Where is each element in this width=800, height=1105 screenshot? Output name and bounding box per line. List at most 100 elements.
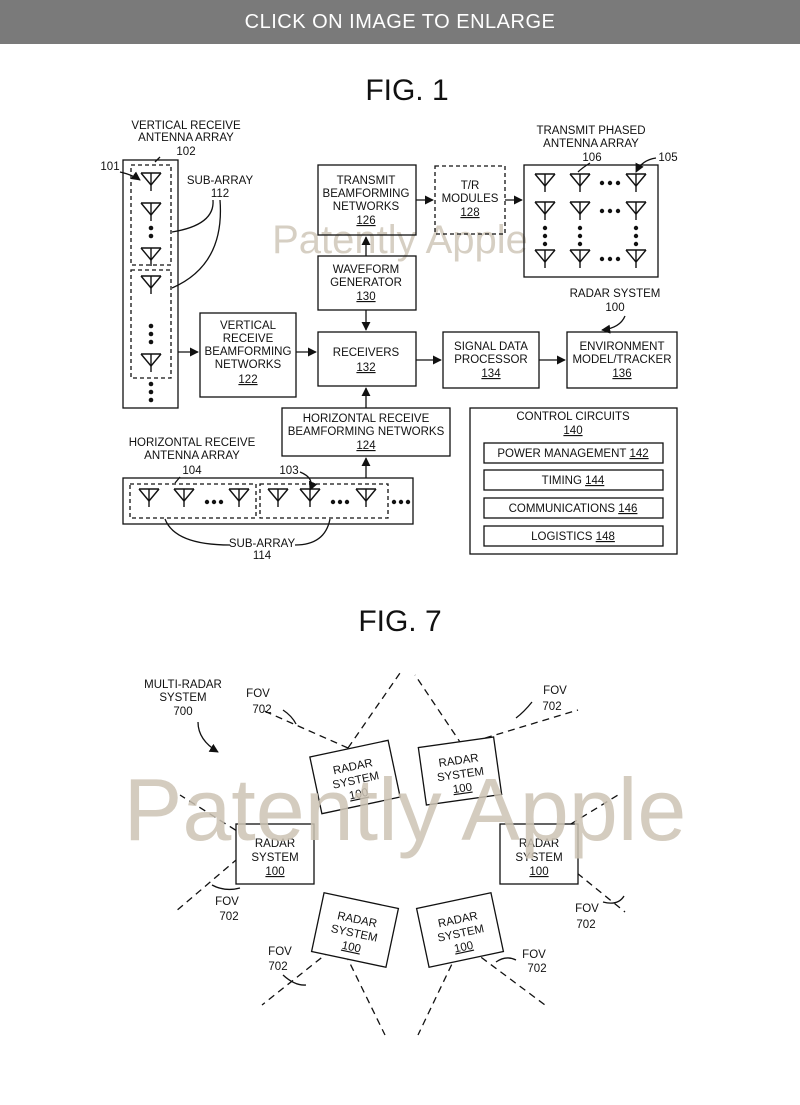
timing-label: TIMING 144 (542, 475, 605, 487)
svg-text:105: 105 (658, 152, 677, 164)
svg-text:TRANSMIT PHASED: TRANSMIT PHASED (536, 125, 645, 137)
svg-text:124: 124 (356, 440, 376, 452)
svg-text:114: 114 (253, 550, 272, 562)
svg-text:128: 128 (460, 207, 479, 219)
fig7-title: FIG. 7 (358, 605, 441, 638)
svg-text:102: 102 (176, 146, 195, 158)
svg-text:VERTICAL: VERTICAL (220, 320, 277, 332)
receivers: RECEIVERS 132 (317, 331, 417, 387)
svg-text:132: 132 (356, 362, 375, 374)
svg-text:126: 126 (356, 215, 375, 227)
svg-text:RECEIVERS: RECEIVERS (333, 347, 400, 359)
svg-text:ANTENNA ARRAY: ANTENNA ARRAY (144, 450, 240, 462)
svg-text:T/R: T/R (461, 180, 480, 192)
svg-text:CONTROL CIRCUITS: CONTROL CIRCUITS (516, 411, 630, 423)
svg-text:100: 100 (605, 302, 624, 314)
svg-text:ANTENNA ARRAY: ANTENNA ARRAY (138, 132, 234, 144)
tr-modules: T/R MODULES 128 (434, 165, 506, 235)
svg-text:FOV: FOV (215, 896, 239, 908)
fig1-title: FIG. 1 (365, 74, 448, 107)
svg-text:100: 100 (452, 782, 473, 797)
svg-text:702: 702 (268, 961, 287, 973)
svg-text:SIGNAL DATA: SIGNAL DATA (454, 341, 528, 353)
svg-text:702: 702 (576, 919, 595, 931)
watermark-fig1: Patently Apple (272, 218, 528, 262)
svg-text:134: 134 (481, 368, 501, 380)
radar-system-box: RADAR SYSTEM 100 (417, 736, 503, 806)
svg-text:FOV: FOV (246, 688, 270, 700)
horizontal-receive-beamforming: HORIZONTAL RECEIVE BEAMFORMING NETWORKS … (281, 407, 451, 457)
communications-label: COMMUNICATIONS 146 (509, 503, 638, 515)
svg-text:136: 136 (612, 368, 631, 380)
environment-model-tracker: ENVIRONMENT MODEL/TRACKER 136 (566, 331, 678, 389)
svg-text:VERTICAL RECEIVE: VERTICAL RECEIVE (131, 120, 241, 132)
waveform-generator: WAVEFORM GENERATOR 130 (317, 255, 417, 311)
svg-text:BEAMFORMING: BEAMFORMING (205, 346, 292, 358)
svg-text:106: 106 (582, 152, 601, 164)
svg-text:100: 100 (529, 866, 548, 878)
svg-text:112: 112 (211, 188, 229, 200)
svg-text:ANTENNA ARRAY: ANTENNA ARRAY (543, 138, 639, 150)
svg-text:100: 100 (348, 787, 369, 803)
svg-text:HORIZONTAL RECEIVE: HORIZONTAL RECEIVE (129, 437, 256, 449)
logistics-label: LOGISTICS 148 (531, 531, 615, 543)
svg-text:702: 702 (527, 963, 546, 975)
power-management-label: POWER MANAGEMENT 142 (497, 448, 648, 460)
svg-text:ENVIRONMENT: ENVIRONMENT (580, 341, 665, 353)
radar-system-box: RADAR SYSTEM 100 (309, 739, 401, 815)
fig1: FIG. 1 Patently Apple VERTICAL RECEIVE A… (100, 74, 678, 562)
fov-labels: FOV 702 FOV 702 FOV 702 FOV 702 FOV 702 … (215, 685, 599, 975)
svg-text:FOV: FOV (522, 949, 546, 961)
svg-text:BEAMFORMING NETWORKS: BEAMFORMING NETWORKS (288, 426, 445, 438)
svg-text:101: 101 (100, 161, 119, 173)
svg-text:100: 100 (341, 940, 362, 956)
svg-text:140: 140 (563, 425, 582, 437)
svg-text:TRANSMIT: TRANSMIT (337, 175, 396, 187)
horizontal-antenna-array: HORIZONTAL RECEIVE ANTENNA ARRAY 104 103… (122, 437, 414, 562)
radar-system-box: RADAR SYSTEM 100 (310, 891, 400, 969)
fig7: FIG. 7 MULTI-RADAR SYSTEM 700 FOV 702 FO… (124, 605, 687, 1036)
signal-data-processor: SIGNAL DATA PROCESSOR 134 (442, 331, 540, 389)
svg-text:MODEL/TRACKER: MODEL/TRACKER (572, 354, 671, 366)
svg-text:702: 702 (219, 911, 238, 923)
svg-text:100: 100 (453, 940, 474, 956)
radar-system-box: RADAR SYSTEM 100 (499, 823, 579, 885)
svg-text:RADAR: RADAR (255, 838, 295, 850)
watermark-fig7: Patently Apple (124, 760, 687, 859)
svg-text:RECEIVE: RECEIVE (223, 333, 274, 345)
vertical-antenna-array: VERTICAL RECEIVE ANTENNA ARRAY 102 101 S… (100, 120, 254, 409)
svg-text:130: 130 (356, 291, 375, 303)
svg-text:103: 103 (279, 465, 298, 477)
svg-text:BEAMFORMING: BEAMFORMING (323, 188, 410, 200)
multi-radar-label: MULTI-RADAR (144, 679, 222, 691)
control-circuits: CONTROL CIRCUITS 140 POWER MANAGEMENT 14… (469, 407, 678, 555)
radar-system-box: RADAR SYSTEM 100 (415, 891, 505, 969)
svg-text:100: 100 (265, 866, 284, 878)
svg-text:MODULES: MODULES (442, 193, 499, 205)
svg-text:FOV: FOV (268, 946, 292, 958)
svg-text:SYSTEM: SYSTEM (515, 852, 562, 864)
svg-text:702: 702 (252, 704, 271, 716)
enlarge-banner[interactable]: CLICK ON IMAGE TO ENLARGE (0, 0, 800, 44)
sub-array-114-label: SUB-ARRAY (229, 538, 296, 550)
svg-text:SYSTEM: SYSTEM (251, 852, 298, 864)
sub-array-112-label: SUB-ARRAY (187, 175, 254, 187)
svg-text:700: 700 (173, 706, 192, 718)
svg-text:RADAR: RADAR (519, 838, 559, 850)
fov-arcs (211, 701, 625, 986)
svg-text:HORIZONTAL RECEIVE: HORIZONTAL RECEIVE (303, 413, 430, 425)
svg-text:FOV: FOV (543, 685, 567, 697)
svg-text:GENERATOR: GENERATOR (330, 277, 402, 289)
svg-text:PROCESSOR: PROCESSOR (454, 354, 528, 366)
svg-text:RADAR: RADAR (438, 752, 480, 769)
svg-text:FOV: FOV (575, 903, 599, 915)
svg-text:NETWORKS: NETWORKS (215, 359, 282, 371)
svg-text:702: 702 (542, 701, 561, 713)
radar-system-100-label: RADAR SYSTEM (570, 288, 661, 300)
svg-text:SYSTEM: SYSTEM (159, 692, 206, 704)
vertical-receive-beamforming: VERTICAL RECEIVE BEAMFORMING NETWORKS 12… (199, 312, 297, 398)
svg-text:104: 104 (182, 465, 202, 477)
svg-text:NETWORKS: NETWORKS (333, 201, 400, 213)
svg-text:122: 122 (238, 374, 257, 386)
